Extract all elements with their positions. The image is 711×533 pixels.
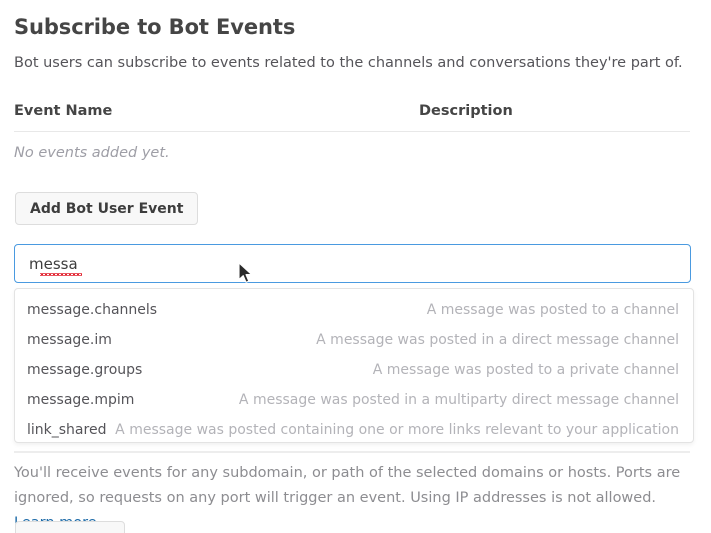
event-search-input[interactable] xyxy=(14,244,691,283)
footer-help-body: You'll receive events for any subdomain,… xyxy=(14,465,681,506)
bottom-action-button[interactable] xyxy=(15,521,125,533)
dropdown-option-description: A message was posted containing one or m… xyxy=(115,422,679,438)
dropdown-option-name: message.groups xyxy=(27,362,143,378)
dropdown-option-description: A message was posted to a channel xyxy=(426,302,679,318)
section-divider xyxy=(14,451,690,453)
dropdown-option[interactable]: message.groups A message was posted to a… xyxy=(15,355,693,385)
dropdown-option[interactable]: link_shared A message was posted contain… xyxy=(15,415,693,442)
dropdown-option-description: A message was posted in a direct message… xyxy=(316,332,679,348)
dropdown-option[interactable]: message.im A message was posted in a dir… xyxy=(15,325,693,355)
add-bot-user-event-button[interactable]: Add Bot User Event xyxy=(15,192,199,225)
empty-state-message: No events added yet. xyxy=(14,145,170,161)
dropdown-option[interactable]: message.channels A message was posted to… xyxy=(15,295,693,325)
dropdown-option-name: link_shared xyxy=(27,422,107,438)
dropdown-option-name: message.mpim xyxy=(27,392,135,408)
dropdown-option-description: A message was posted to a private channe… xyxy=(372,362,679,378)
dropdown-option-description: A message was posted in a multiparty dir… xyxy=(238,392,679,408)
column-header-event-name: Event Name xyxy=(14,103,113,119)
page-title: Subscribe to Bot Events xyxy=(14,15,296,39)
table-header-divider xyxy=(14,131,690,132)
dropdown-option-name: message.im xyxy=(27,332,112,348)
event-search-container xyxy=(14,244,691,283)
dropdown-option-name: message.channels xyxy=(27,302,158,318)
dropdown-option[interactable]: message.mpim A message was posted in a m… xyxy=(15,385,693,415)
column-header-description: Description xyxy=(419,103,513,119)
page-description: Bot users can subscribe to events relate… xyxy=(14,55,683,71)
events-table-header: Event Name Description xyxy=(14,103,690,131)
event-suggestions-dropdown[interactable]: message.channels A message was posted to… xyxy=(14,288,694,443)
